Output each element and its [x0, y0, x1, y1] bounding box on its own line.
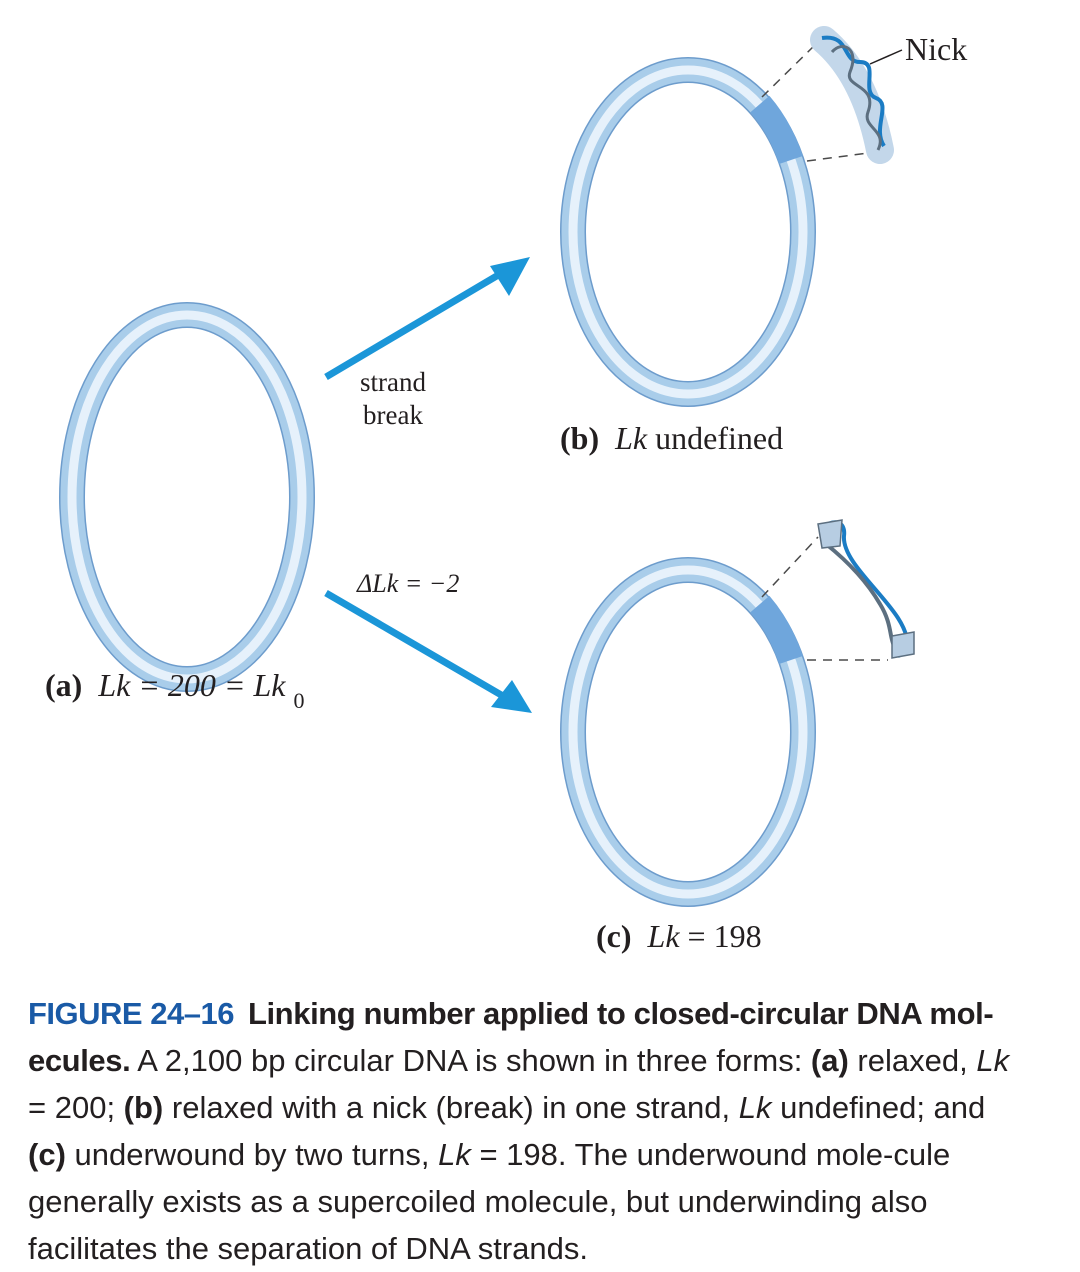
label-a: (a) Lk = 200 = Lk 0	[45, 667, 305, 713]
zoom-lines-b	[761, 41, 877, 162]
label-a-letter: (a)	[45, 667, 82, 703]
caption-run: undefined; and	[771, 1090, 986, 1125]
caption-run: relaxed,	[848, 1043, 977, 1078]
label-c: (c) Lk = 198	[596, 918, 762, 954]
ring-b	[560, 57, 816, 407]
arrow-underwind	[324, 589, 532, 713]
arrow-strand-break	[324, 257, 530, 381]
caption-body: A 2,100 bp circular DNA is shown in thre…	[28, 1043, 1009, 1266]
caption-run: Lk	[438, 1137, 471, 1172]
label-a-text: Lk = 200 = Lk	[97, 667, 286, 703]
helix-c-zoom	[817, 519, 915, 659]
label-b-letter: (b)	[560, 420, 599, 456]
caption-run: relaxed with a nick (break) in one stran…	[163, 1090, 739, 1125]
label-c-italic: Lk	[647, 918, 681, 954]
arrow-top-label-line1: strand	[360, 367, 426, 397]
dna-linking-diagram: Nick strand break ΔLk = −2 (b) Lk undefi…	[45, 26, 967, 954]
helix-b-zoom	[810, 26, 894, 164]
nick-pointer	[869, 49, 903, 65]
label-c-letter: (c)	[596, 918, 632, 954]
arrow-top-label-line2: break	[363, 400, 423, 430]
zoom-lines-c	[761, 536, 888, 661]
nick-label: Nick	[905, 31, 967, 67]
label-b-italic: Lk	[614, 420, 648, 456]
caption-run: = 200;	[28, 1090, 124, 1125]
caption-title: Linking number applied to closed-circula…	[28, 996, 994, 1078]
label-a-sub: 0	[294, 688, 305, 713]
caption-run: (c)	[28, 1137, 66, 1172]
label-b: (b) Lk undefined	[560, 420, 783, 456]
label-c-text: = 198	[688, 918, 762, 954]
ring-a	[59, 302, 315, 692]
ring-b-segment	[750, 95, 803, 165]
caption-run: (a)	[810, 1043, 849, 1078]
figure-number: FIGURE 24–16	[28, 996, 234, 1031]
ring-c-segment	[750, 595, 803, 665]
label-b-text: undefined	[655, 420, 783, 456]
ring-c	[560, 557, 816, 907]
arrow-bottom-label: ΔLk = −2	[356, 569, 459, 598]
caption-run: (b)	[123, 1090, 164, 1125]
caption-run: Lk	[976, 1043, 1010, 1078]
caption-run: underwound by two turns,	[65, 1137, 439, 1172]
caption-run: Lk	[738, 1090, 772, 1125]
caption-run: A 2,100 bp circular DNA is shown in thre…	[130, 1043, 811, 1078]
